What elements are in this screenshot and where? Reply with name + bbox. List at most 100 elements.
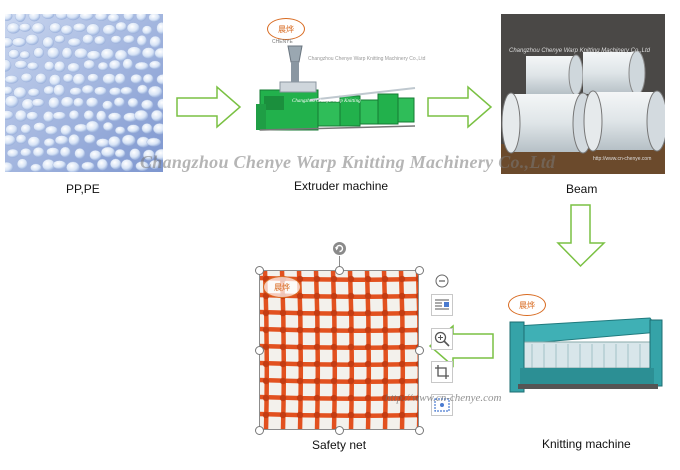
pellet (33, 122, 46, 132)
pellet (31, 22, 45, 34)
pellet (5, 95, 19, 108)
pellet (102, 73, 116, 85)
pellet (11, 37, 27, 47)
company-logo: 晨烨 (267, 18, 305, 40)
pellet (86, 23, 101, 36)
resize-handle-top-right[interactable] (415, 266, 424, 275)
pellet (120, 86, 133, 96)
net-knot (347, 309, 355, 317)
resize-handle-top[interactable] (335, 266, 344, 275)
pellets-image (5, 14, 163, 172)
crop-icon[interactable] (431, 361, 453, 383)
pellet (35, 73, 47, 85)
pellet (154, 47, 163, 59)
rotate-handle-icon[interactable] (332, 241, 347, 256)
knitting-machine-image: 晨烨 (500, 292, 670, 402)
pellet (149, 159, 161, 170)
net-knot (381, 309, 389, 317)
net-knot (279, 411, 287, 419)
pellet (43, 85, 55, 96)
step-label-knitting: Knitting machine (542, 437, 631, 451)
pellet (60, 24, 73, 36)
pellet (114, 148, 126, 158)
net-knot (313, 411, 321, 419)
net-knot (347, 360, 355, 368)
resize-handle-right[interactable] (415, 346, 424, 355)
pellet (68, 133, 80, 146)
pellet (6, 148, 19, 158)
pellet (47, 47, 60, 60)
pellet (13, 86, 27, 99)
pellet (85, 120, 100, 133)
pellet (84, 134, 96, 144)
pellet (141, 47, 156, 59)
resize-handle-bottom-right[interactable] (415, 426, 424, 435)
pellet (68, 109, 80, 121)
net-knot (296, 377, 304, 385)
net-knot (296, 326, 304, 334)
arrow-right-2 (426, 84, 494, 130)
safety-net-image[interactable]: 晨烨 (259, 270, 419, 430)
pellet (52, 111, 67, 121)
pellet (108, 136, 121, 148)
resize-handle-bottom-left[interactable] (255, 426, 264, 435)
net-knot (296, 343, 304, 351)
net-knot (262, 411, 270, 419)
pellet (137, 84, 148, 95)
net-knot (296, 394, 304, 402)
net-knot (330, 343, 338, 351)
net-knot (296, 309, 304, 317)
net-knot (330, 360, 338, 368)
net-knot (330, 411, 338, 419)
beam-caption: Changzhou Chenye Warp Knitting Machinery… (509, 48, 650, 54)
extruder-machine-image: 晨烨 CHENYE Changzhou Chenye Warp Knitting… (250, 16, 425, 166)
text-wrap-icon[interactable] (431, 294, 453, 316)
pellet (60, 124, 72, 136)
pellet (67, 37, 82, 47)
net-knot (364, 309, 372, 317)
image-icon[interactable] (431, 394, 453, 416)
resize-handle-left[interactable] (255, 346, 264, 355)
pellet (8, 49, 20, 59)
pellet (94, 14, 108, 21)
pellet (94, 86, 107, 96)
pellet (102, 121, 114, 132)
net-knot (364, 326, 372, 334)
resize-handle-top-left[interactable] (255, 266, 264, 275)
pellet (74, 148, 86, 159)
pellet (28, 14, 41, 22)
extruder-caption: Changzhou Chenye Warp Knitting Machinery… (308, 56, 426, 62)
net-knot (347, 275, 355, 283)
net-knot (398, 275, 406, 283)
pellet (67, 62, 81, 73)
minus-icon[interactable] (435, 274, 449, 288)
pellet (127, 46, 142, 58)
net-knot (313, 292, 321, 300)
svg-text:Changzhou Chenye Warp Knitting: Changzhou Chenye Warp Knitting (292, 99, 361, 104)
company-watermark: Changzhou Chenye Warp Knitting Machinery… (140, 152, 556, 172)
pellet (110, 158, 122, 170)
pellet (5, 86, 13, 95)
net-knot (347, 411, 355, 419)
zoom-icon[interactable] (431, 328, 453, 350)
net-knot (262, 360, 270, 368)
net-knot (279, 394, 287, 402)
pellet (14, 14, 26, 22)
pellet (42, 111, 55, 123)
pellet (54, 135, 69, 146)
pellet (20, 147, 32, 157)
pellet (73, 97, 85, 108)
pellet (141, 123, 153, 134)
pellet (14, 109, 28, 122)
net-knot (398, 309, 406, 317)
pellet (142, 149, 155, 161)
resize-handle-bottom[interactable] (335, 426, 344, 435)
pellet (5, 14, 13, 21)
pellet (20, 72, 33, 83)
net-knot (330, 394, 338, 402)
pellet (59, 146, 71, 158)
net-knot (262, 343, 270, 351)
net-knot (262, 326, 270, 334)
net-knot (347, 326, 355, 334)
pellet (110, 35, 122, 44)
